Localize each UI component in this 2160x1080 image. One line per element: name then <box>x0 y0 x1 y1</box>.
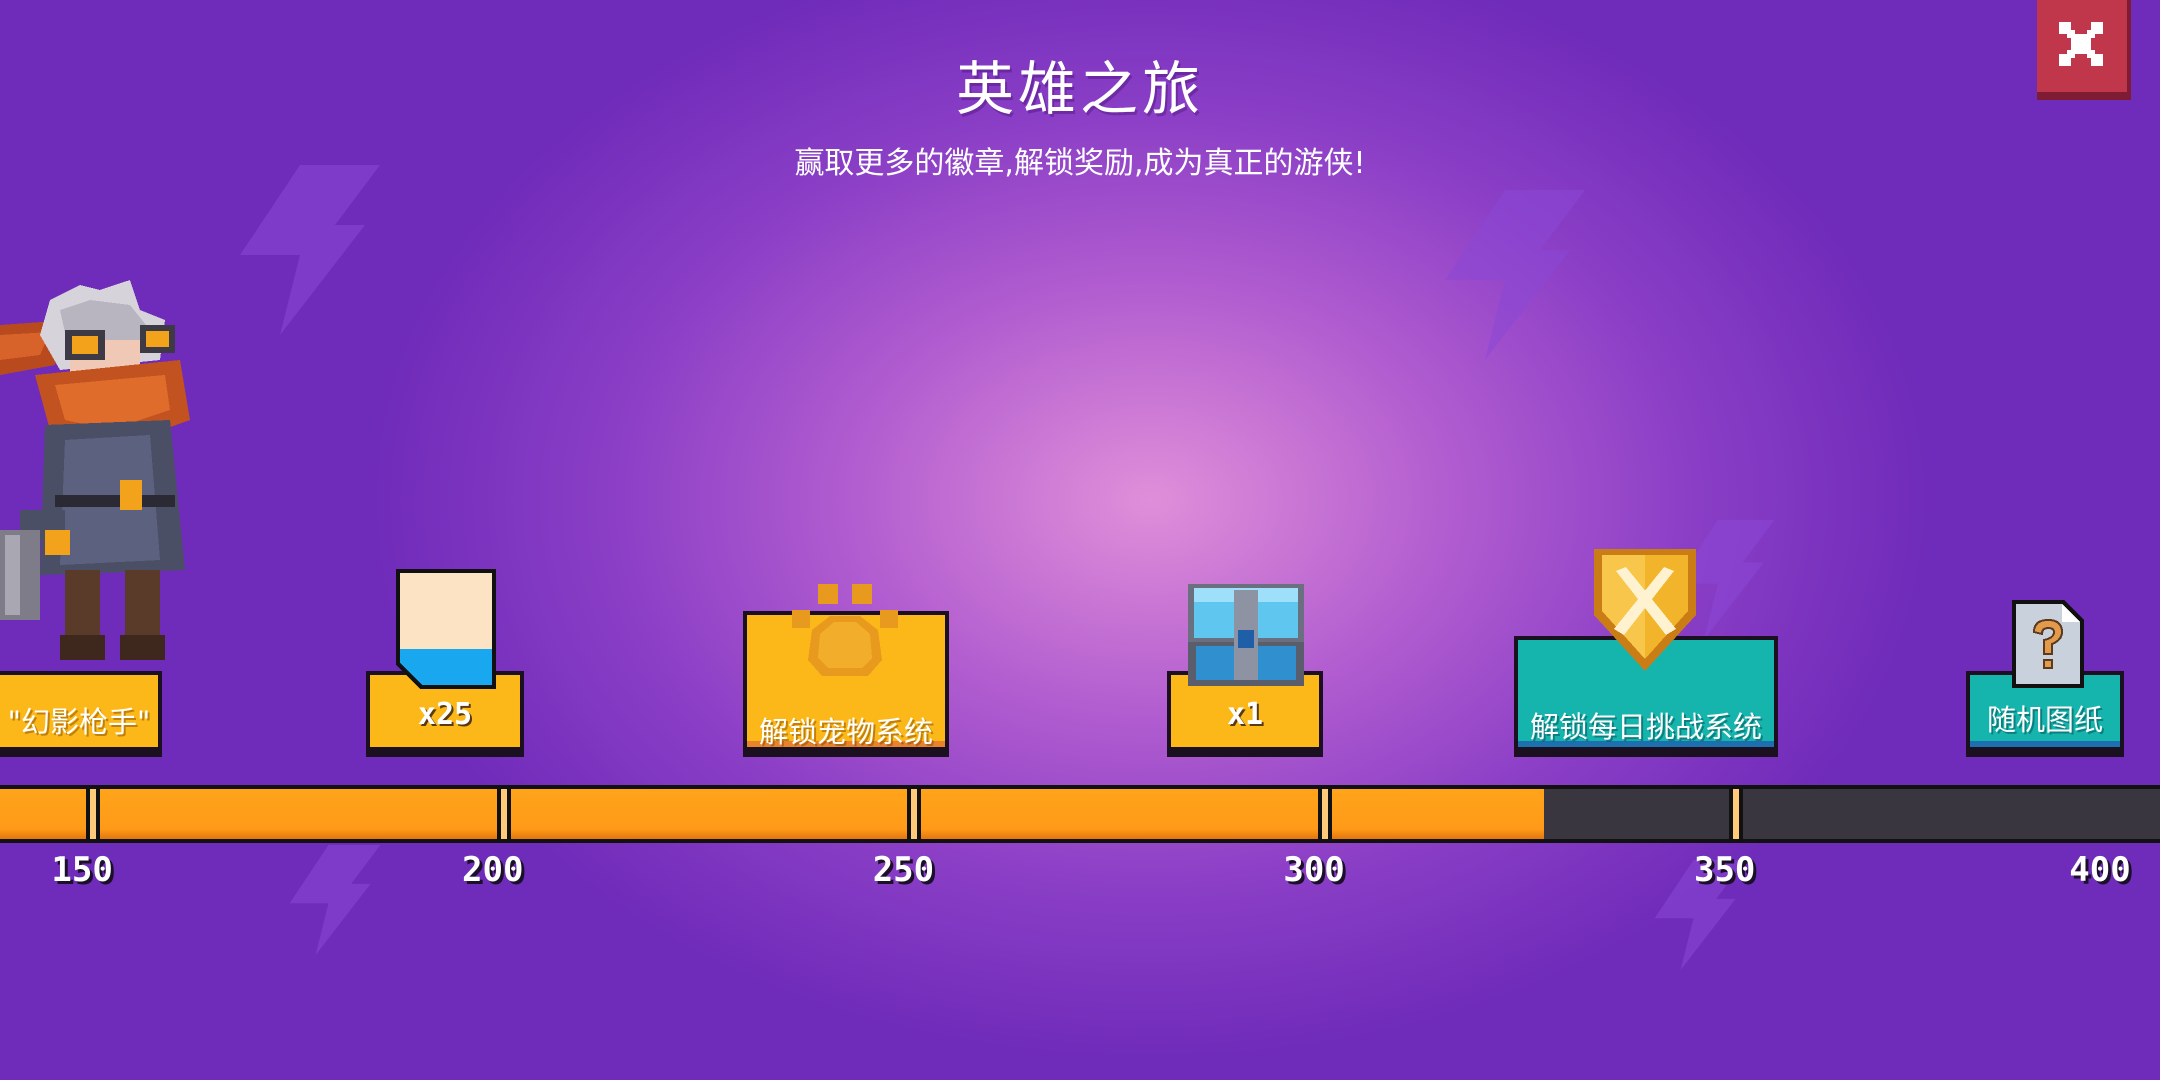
progress-tick-mark <box>496 789 511 839</box>
gunslinger-hero-sprite <box>0 280 190 660</box>
lightning-bolt-icon <box>1654 860 1746 970</box>
progress-tick-label: 150 <box>51 850 113 890</box>
close-icon <box>2059 22 2103 66</box>
reward-label: 解锁每日挑战系统 <box>1529 710 1762 744</box>
reward-label: 随机图纸 <box>1986 703 2103 737</box>
progress-tick-mark <box>86 789 101 839</box>
close-button[interactable] <box>2037 0 2131 100</box>
reward-label: "幻影枪手" <box>7 705 151 739</box>
progress-bar-fill <box>0 789 1545 839</box>
page-title: 英雄之旅 <box>955 55 1204 123</box>
progress-bar <box>0 785 2160 843</box>
blueprint-card-icon <box>396 569 496 689</box>
progress-tick-label: 300 <box>1283 850 1345 890</box>
progress-tick-mark <box>907 789 922 839</box>
progress-tick-label: 350 <box>1693 850 1756 890</box>
page-subtitle: 赢取更多的徽章,解锁奖励,成为真正的游侠! <box>794 146 1366 181</box>
progress-tick-mark <box>1318 789 1333 839</box>
lightning-bolt-icon <box>1445 190 1585 360</box>
lightning-bolt-icon <box>1675 520 1775 640</box>
crossed-swords-shield-icon <box>1594 549 1696 671</box>
reward-label: x1 <box>1226 697 1264 732</box>
paw-icon <box>792 584 898 676</box>
treasure-chest-icon <box>1188 584 1304 686</box>
reward-card-pet-system[interactable]: 解锁宠物系统 <box>743 611 949 757</box>
lightning-bolt-icon <box>289 845 381 955</box>
progress-tick-label: 400 <box>2069 850 2131 890</box>
progress-tick-mark <box>1728 789 1743 839</box>
progress-tick-label: 250 <box>872 850 935 890</box>
reward-label: 解锁宠物系统 <box>758 715 933 749</box>
reward-label: x25 <box>417 697 473 732</box>
progress-tick-label: 200 <box>462 850 524 890</box>
reward-card-phantom-gunner[interactable]: "幻影枪手" <box>0 671 162 757</box>
mystery-blueprint-icon <box>2012 600 2084 688</box>
lightning-bolt-icon <box>240 165 380 335</box>
